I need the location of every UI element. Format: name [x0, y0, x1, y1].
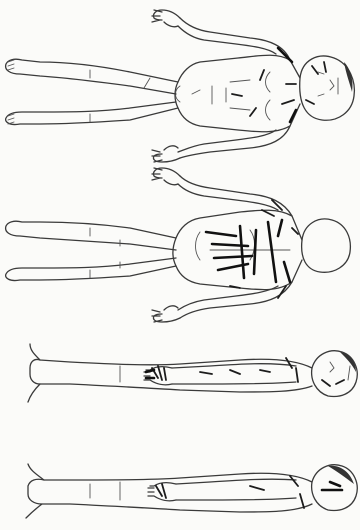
anterior-legs [6, 59, 178, 124]
anterior-hand-upper [152, 10, 180, 27]
anterior-hand-lower [152, 146, 180, 162]
left-lateral-view-figure [28, 344, 357, 402]
lateral-1-arm [172, 364, 296, 384]
posterior-head [302, 219, 351, 272]
lateral-1-hand [144, 367, 172, 385]
posterior-view-figure [6, 168, 351, 322]
posterior-arm-upper [180, 176, 292, 216]
right-lateral-view-figure [26, 464, 357, 518]
anterior-view-figure [6, 10, 355, 162]
posterior-hand-upper [152, 168, 180, 185]
posterior-hand-lower [152, 306, 180, 322]
lateral-2-arm [176, 479, 296, 500]
anterior-arm-upper [180, 18, 290, 60]
posterior-legs [6, 221, 176, 280]
lateral-2-head [312, 465, 358, 511]
